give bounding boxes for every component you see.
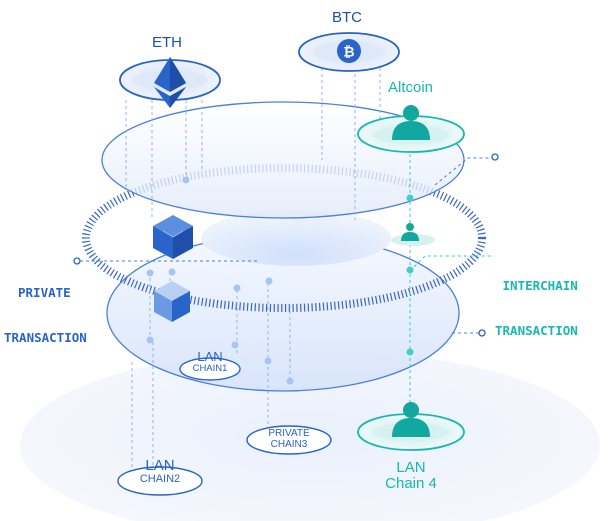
right-side-connectors bbox=[434, 157, 493, 334]
bottom-connector-endpoint bbox=[478, 329, 486, 337]
private-transaction-line1: PRIVATE bbox=[18, 285, 71, 300]
private-chain3-line1: PRIVATE bbox=[268, 428, 310, 439]
chain4-user-avatar-icon bbox=[392, 402, 430, 437]
lan-chain4-line2: Chain 4 bbox=[385, 474, 437, 492]
interchain-transaction-label: INTERCHAIN TRANSACTION bbox=[495, 248, 578, 368]
interchain-transaction-line2: TRANSACTION bbox=[495, 323, 578, 338]
private-transaction-cube-icon bbox=[153, 215, 193, 259]
ethereum-diamond-icon bbox=[154, 57, 186, 108]
private-chain3-label: PRIVATE CHAIN3 bbox=[239, 428, 339, 450]
small-user-avatar-icon bbox=[401, 223, 419, 241]
bitcoin-coin-icon: ₿ bbox=[337, 39, 361, 63]
lan-chain2-label: LAN CHAIN2 bbox=[110, 458, 210, 485]
svg-text:₿: ₿ bbox=[343, 45, 354, 61]
middle-layer-dome bbox=[201, 210, 391, 266]
top-connector-endpoint bbox=[491, 153, 499, 161]
lan-chain4-label: LAN Chain 4 bbox=[361, 460, 461, 492]
altcoin-node bbox=[357, 105, 465, 153]
user-avatar-icon bbox=[392, 105, 430, 140]
lan-chain4-node bbox=[357, 402, 465, 451]
altcoin-label: Altcoin bbox=[388, 79, 434, 96]
interchain-transaction-line1: INTERCHAIN bbox=[502, 278, 578, 293]
private-chain3-oval bbox=[246, 425, 332, 455]
eth-label: ETH bbox=[152, 34, 182, 51]
bottom-cube-icon bbox=[154, 281, 190, 322]
lan-chain1-label: LAN CHAIN1 bbox=[170, 350, 250, 374]
private-chain3-line2: CHAIN3 bbox=[270, 438, 308, 450]
lan-chain1-line1: LAN bbox=[197, 349, 223, 364]
blue-node-dots bbox=[146, 176, 294, 385]
lan-chain2-line1: LAN bbox=[145, 457, 175, 474]
lan-chain2-line2: CHAIN2 bbox=[139, 472, 181, 485]
lan-chain1-line2: CHAIN1 bbox=[192, 362, 228, 374]
blue-dashed-connectors bbox=[125, 68, 381, 470]
teal-dashed-connectors bbox=[409, 148, 494, 425]
eth-node bbox=[119, 57, 221, 108]
middle-layer-user-node bbox=[391, 223, 435, 246]
private-transaction-label: PRIVATE TRANSACTION bbox=[4, 255, 87, 375]
private-transaction-line2: TRANSACTION bbox=[4, 330, 87, 345]
lan-chain4-line1: LAN bbox=[396, 459, 426, 476]
middle-layer-ring bbox=[82, 164, 486, 312]
private-transaction-connector bbox=[73, 257, 260, 265]
btc-node: ₿ bbox=[298, 32, 400, 72]
lan-chain2-oval bbox=[117, 466, 203, 496]
lan-chain1-oval bbox=[179, 357, 241, 381]
btc-label: BTC bbox=[332, 9, 362, 26]
teal-node-dots bbox=[406, 194, 414, 356]
